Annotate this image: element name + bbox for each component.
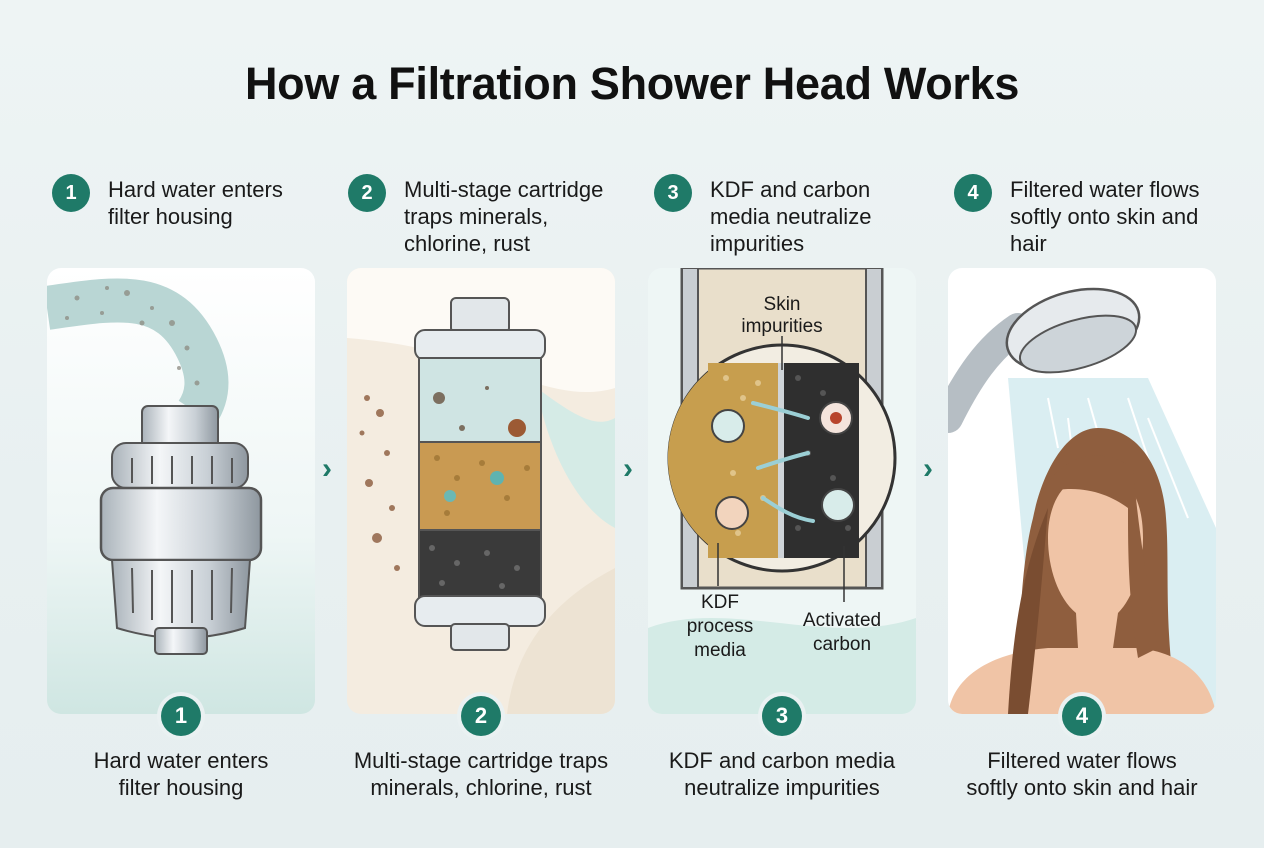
step-1-heading: Hard water enters filter housing <box>108 177 283 229</box>
panel-kdf-carbon: Skin impurities KDF process media Activa… <box>648 268 916 714</box>
step-1-badge: 1 <box>52 174 90 212</box>
caption-4-line2: softly onto skin and hair <box>966 775 1198 800</box>
label-kdf: KDF <box>701 592 739 613</box>
label-impurities: impurities <box>741 316 822 337</box>
panel-filter-housing <box>47 268 315 714</box>
step-3-heading: KDF and carbon media neutralize impuriti… <box>710 177 872 256</box>
step-4-badge: 4 <box>954 174 992 212</box>
chevron-right-icon: › <box>923 452 933 485</box>
label-process: process <box>687 616 754 637</box>
caption-2: Multi-stage cartridge traps minerals, ch… <box>331 747 631 801</box>
caption-3-line1: KDF and carbon media <box>668 748 896 773</box>
page-title: How a Filtration Shower Head Works <box>244 58 1020 109</box>
panel-1-badge: 1 <box>161 696 201 736</box>
label-carbon: carbon <box>813 634 871 655</box>
panel-shower <box>948 268 1216 714</box>
caption-2-line2: minerals, chlorine, rust <box>370 775 592 800</box>
panel-cartridge <box>347 268 615 714</box>
caption-3-line2: neutralize impurities <box>684 775 880 800</box>
label-skin: Skin <box>764 294 801 315</box>
label-activated: Activated <box>803 610 881 631</box>
step-4-heading: Filtered water flows softly onto skin an… <box>1010 177 1200 256</box>
panel-3-badge: 3 <box>762 696 802 736</box>
caption-1: Hard water enters filter housing <box>31 747 331 801</box>
label-media: media <box>694 640 746 661</box>
step-2-heading: Multi-stage cartridge traps minerals, ch… <box>404 177 604 256</box>
step-3-badge: 3 <box>654 174 692 212</box>
caption-1-line1: Hard water enters <box>93 748 269 773</box>
caption-3: KDF and carbon media neutralize impuriti… <box>632 747 932 801</box>
hose-water-shape <box>47 278 229 426</box>
caption-4: Filtered water flows softly onto skin an… <box>932 747 1232 801</box>
chevron-right-icon: › <box>322 452 332 485</box>
panel-2-badge: 2 <box>461 696 501 736</box>
chevron-right-icon: › <box>623 452 633 485</box>
step-2-badge: 2 <box>348 174 386 212</box>
caption-2-line1: Multi-stage cartridge traps <box>353 748 609 773</box>
caption-4-line1: Filtered water flows <box>987 748 1177 773</box>
caption-1-line2: filter housing <box>118 775 244 800</box>
panel-4-badge: 4 <box>1062 696 1102 736</box>
